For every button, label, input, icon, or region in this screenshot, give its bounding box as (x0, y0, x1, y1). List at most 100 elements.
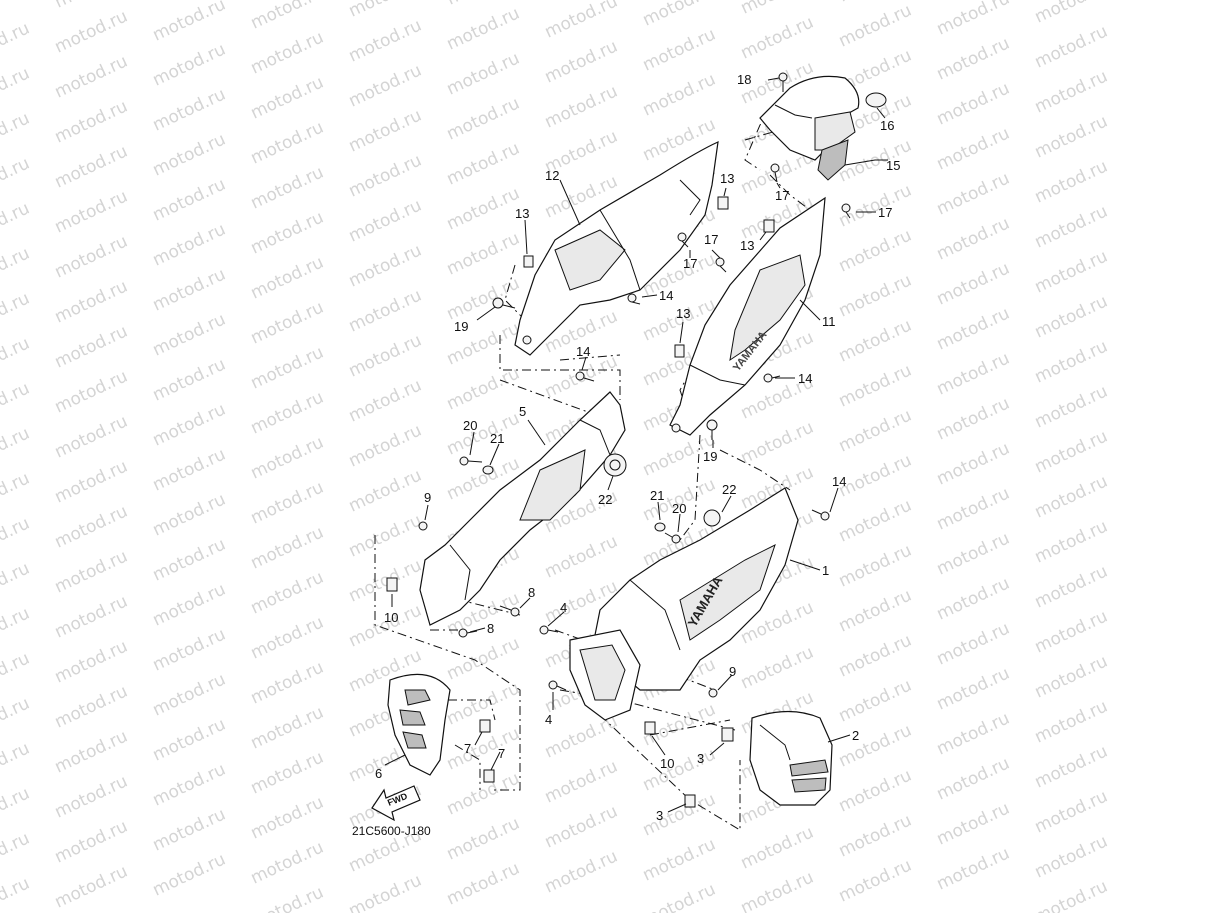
watermark-text: motod.ru (444, 183, 523, 234)
watermark-text: motod.ru (346, 240, 425, 291)
screw-icon (539, 625, 559, 635)
clip-nut-icon (763, 219, 775, 233)
watermark-text: motod.ru (542, 81, 621, 132)
callout-8: 8 (487, 621, 494, 636)
watermark-text: motod.ru (738, 867, 817, 913)
watermark-text: motod.ru (248, 117, 327, 168)
clip-nut-icon (717, 196, 729, 210)
watermark-text: motod.ru (0, 0, 33, 25)
callout-21: 21 (490, 431, 504, 446)
watermark-text: motod.ru (836, 450, 915, 501)
callout-8: 8 (528, 585, 535, 600)
watermark-text: motod.ru (0, 513, 33, 564)
watermark-text: motod.ru (738, 822, 817, 873)
watermark-text: motod.ru (346, 105, 425, 156)
watermark-text: motod.ru (52, 141, 131, 192)
watermark-text: motod.ru (444, 408, 523, 459)
watermark-text: motod.ru (150, 759, 229, 810)
callout-13: 13 (515, 206, 529, 221)
watermark-text: motod.ru (640, 834, 719, 885)
watermark-text: motod.ru (150, 444, 229, 495)
callout-7: 7 (498, 746, 505, 761)
watermark-text: motod.ru (0, 198, 33, 249)
watermark-text: motod.ru (836, 720, 915, 771)
watermark-text: motod.ru (542, 711, 621, 762)
part-side-cover-11: YAMAHA (669, 196, 826, 436)
watermark-text: motod.ru (836, 315, 915, 366)
watermark-text: motod.ru (248, 882, 327, 913)
watermark-text: motod.ru (542, 756, 621, 807)
clip-nut-icon (674, 344, 685, 358)
callout-14: 14 (832, 474, 846, 489)
screw-icon (548, 680, 567, 691)
callout-11: 11 (822, 314, 836, 329)
callout-13: 13 (720, 171, 734, 186)
watermark-text: motod.ru (248, 387, 327, 438)
callout-18: 18 (737, 72, 751, 87)
watermark-text: motod.ru (0, 558, 33, 609)
watermark-text: motod.ru (1032, 21, 1111, 72)
screw-icon (841, 203, 851, 219)
watermark-text: motod.ru (52, 816, 131, 867)
watermark-text: motod.ru (248, 792, 327, 843)
watermark-text: motod.ru (1032, 471, 1111, 522)
callout-3: 3 (656, 808, 663, 823)
watermark-text: motod.ru (52, 276, 131, 327)
watermark-text: motod.ru (346, 600, 425, 651)
callout-6: 6 (375, 766, 382, 781)
callout-5: 5 (519, 404, 526, 419)
watermark-text: motod.ru (1032, 381, 1111, 432)
watermark-text: motod.ru (1032, 336, 1111, 387)
watermark-text: motod.ru (542, 801, 621, 852)
watermark-text: motod.ru (346, 420, 425, 471)
damper-icon (603, 453, 627, 477)
watermark-text: motod.ru (52, 96, 131, 147)
watermark-text: motod.ru (150, 399, 229, 450)
watermark-text: motod.ru (738, 642, 817, 693)
callout-13: 13 (740, 238, 754, 253)
watermark-text: motod.ru (1032, 291, 1111, 342)
watermark-text: motod.ru (150, 174, 229, 225)
callout-3: 3 (697, 751, 704, 766)
watermark-text: motod.ru (0, 828, 33, 879)
watermark-text: motod.ru (640, 744, 719, 795)
callout-20: 20 (672, 501, 686, 516)
clip-nut-icon (644, 721, 656, 735)
watermark-text: motod.ru (346, 555, 425, 606)
watermark-text: motod.ru (934, 573, 1013, 624)
part-frame-cover-5 (419, 391, 627, 626)
watermark-text: motod.ru (934, 123, 1013, 174)
watermark-text: motod.ru (346, 150, 425, 201)
watermark-text: motod.ru (248, 837, 327, 888)
watermark-text: motod.ru (934, 348, 1013, 399)
watermark-text: motod.ru (738, 12, 817, 63)
watermark-text: motod.ru (934, 78, 1013, 129)
screw-icon (627, 293, 641, 305)
watermark-text: motod.ru (934, 168, 1013, 219)
watermark-text: motod.ru (542, 846, 621, 897)
screw-icon (492, 297, 516, 309)
watermark-text: motod.ru (150, 84, 229, 135)
watermark-text: motod.ru (934, 438, 1013, 489)
watermark-text: motod.ru (934, 708, 1013, 759)
clip-nut-icon (684, 794, 696, 808)
watermark-text: motod.ru (934, 393, 1013, 444)
watermark-text: motod.ru (836, 675, 915, 726)
watermark-text: motod.ru (0, 423, 33, 474)
watermark-text: motod.ru (542, 0, 621, 43)
watermark-text: motod.ru (150, 669, 229, 720)
watermark-text: motod.ru (150, 534, 229, 585)
watermark-text: motod.ru (1032, 516, 1111, 567)
watermark-text: motod.ru (346, 330, 425, 381)
watermark-text: motod.ru (934, 258, 1013, 309)
screw-icon (677, 232, 689, 248)
watermark-text: motod.ru (444, 3, 523, 54)
fwd-arrow-icon: FWD (371, 785, 421, 822)
watermark-text: motod.ru (1032, 606, 1111, 657)
callout-4: 4 (560, 600, 567, 615)
watermark-text: motod.ru (52, 366, 131, 417)
callout-14: 14 (659, 288, 673, 303)
callout-9: 9 (729, 664, 736, 679)
part-side-cover-1: YAMAHA (569, 487, 799, 721)
callout-16: 16 (880, 118, 894, 133)
